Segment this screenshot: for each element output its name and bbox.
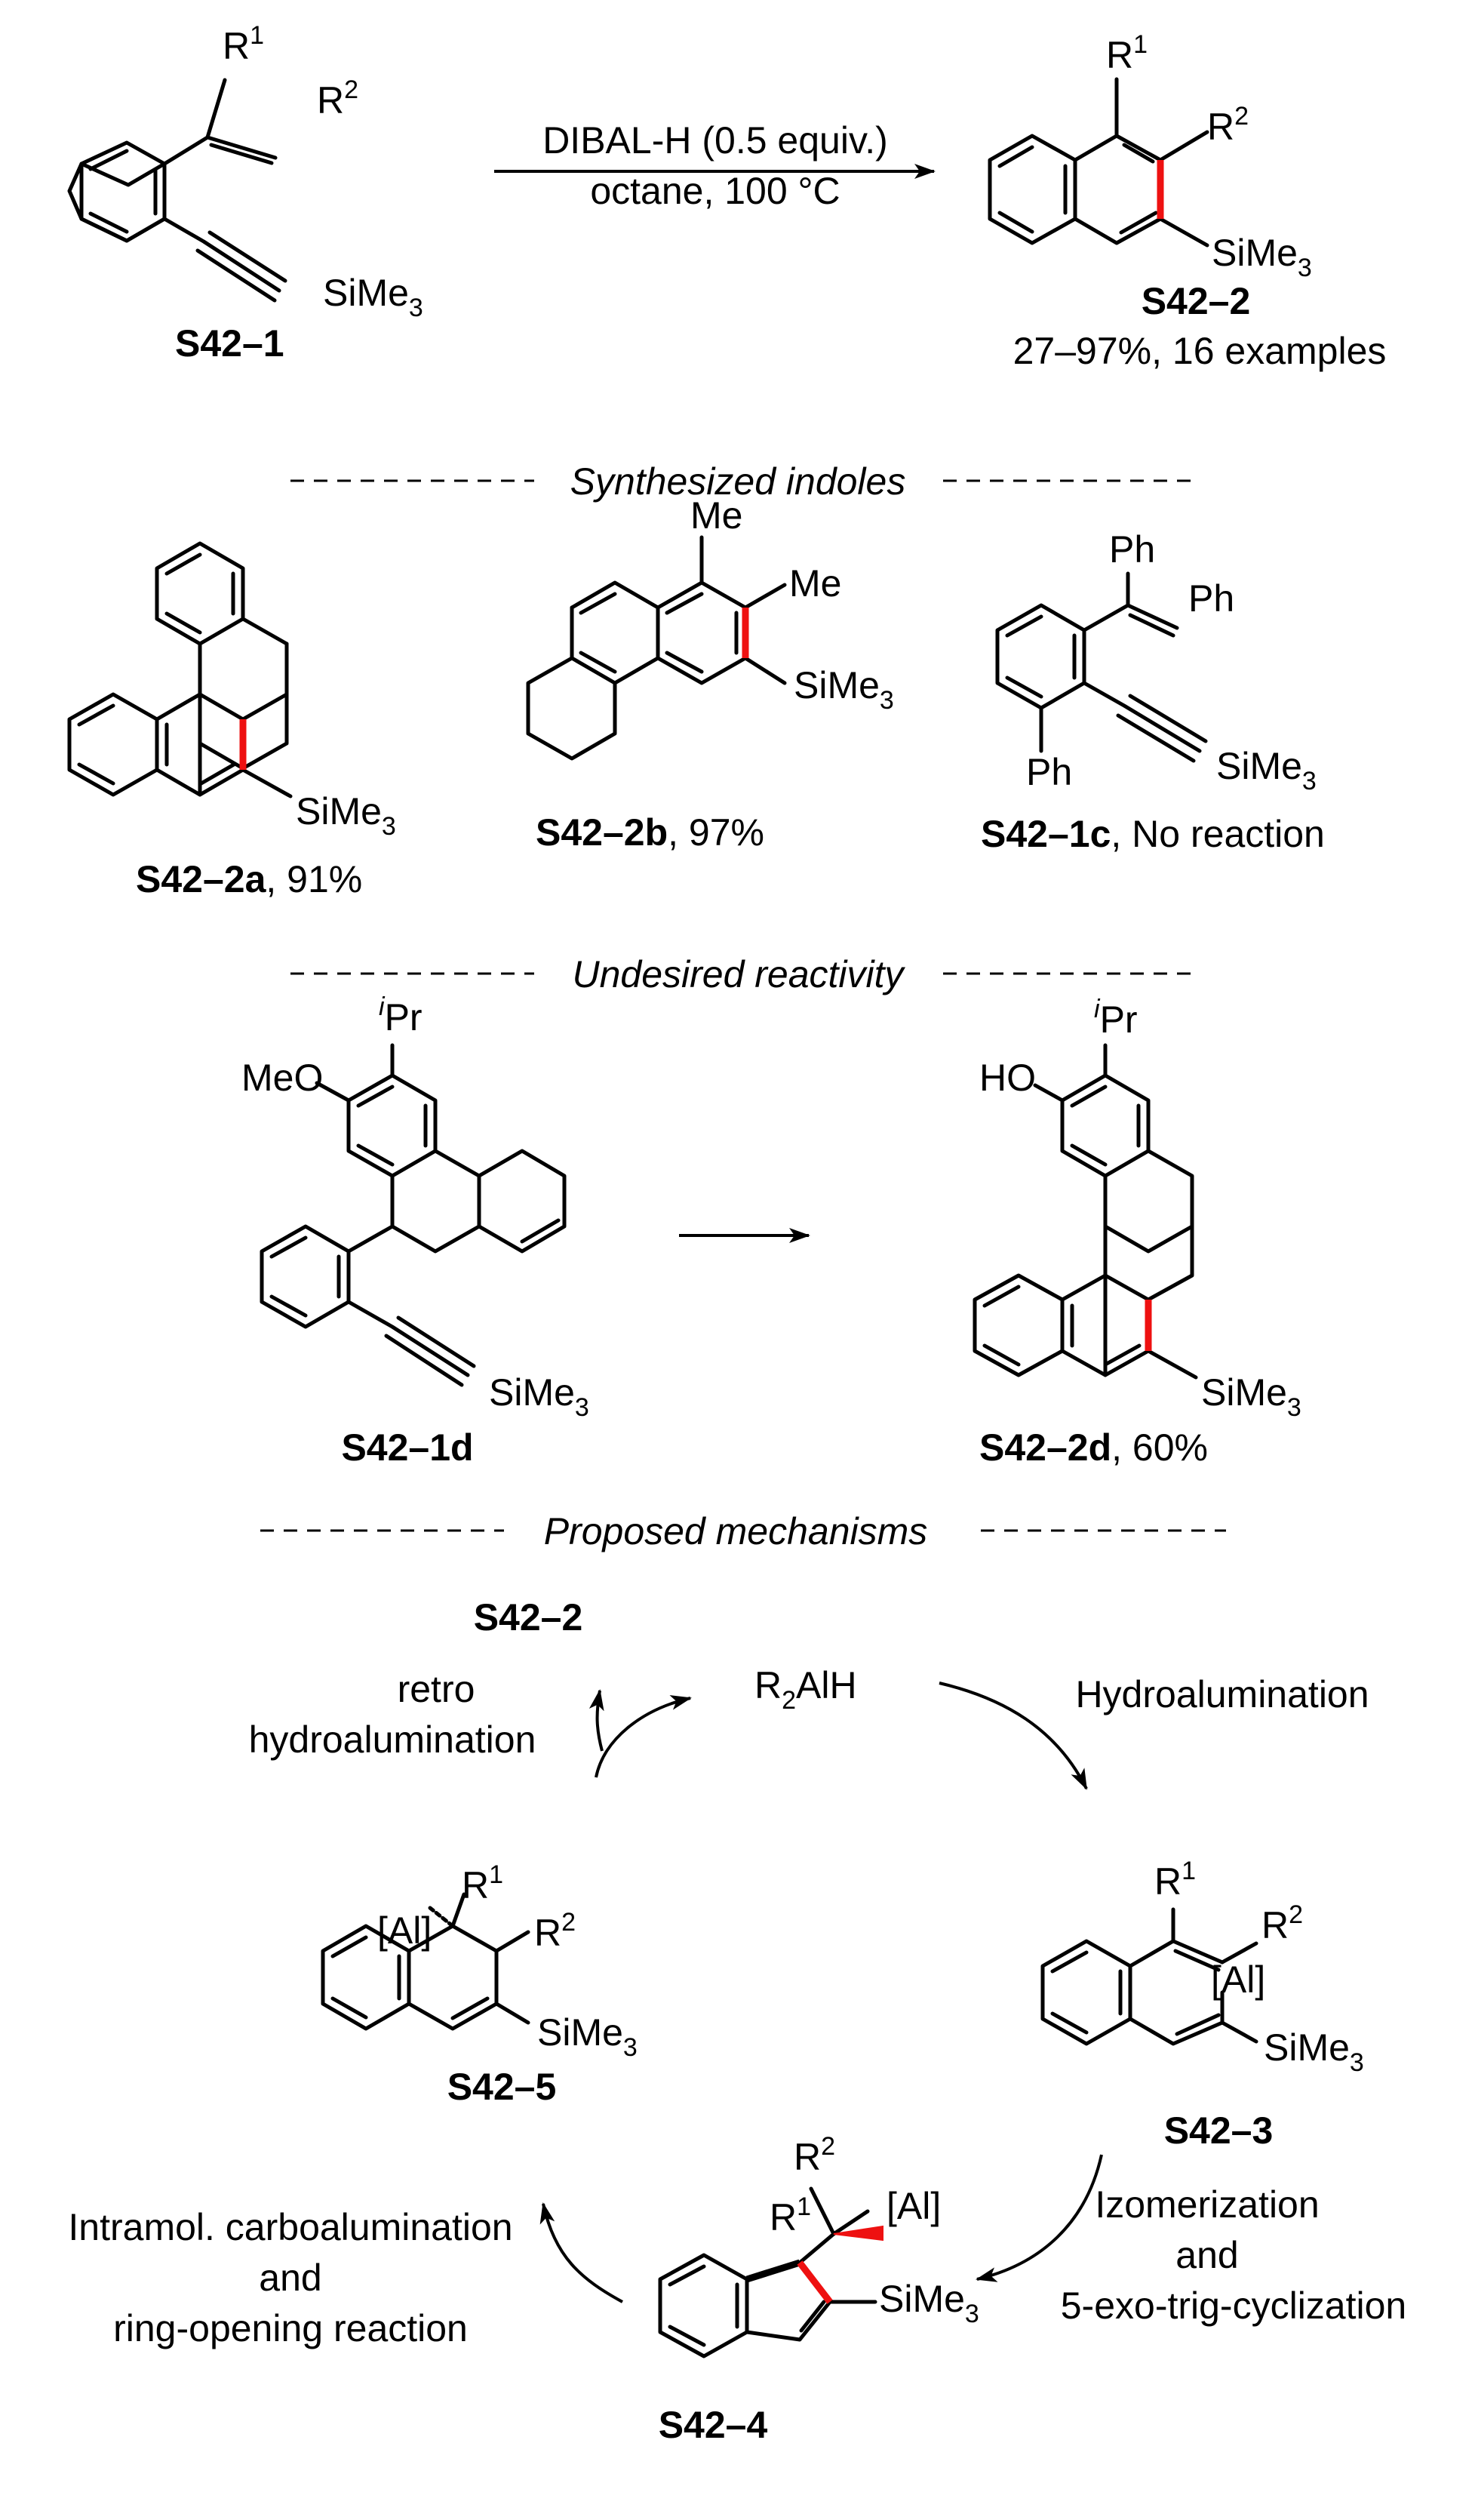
int3-tms: SiMe3 (1264, 2026, 1364, 2077)
section-title-undesired: Undesired reactivity (572, 953, 905, 995)
izo-text-2: and (1175, 2234, 1238, 2276)
int3-label: S42–3 (1164, 2109, 1274, 2152)
substrate-d-meo: MeO (241, 1057, 323, 1099)
example-a-caption: S42–2a, 91% (136, 858, 362, 900)
example-c-caption: S42–1c, No reaction (981, 813, 1325, 855)
product-S42-2d (973, 1043, 1198, 1380)
product-d-caption: S42–2d, 60% (979, 1426, 1208, 1469)
substrate-d-label: S42–1d (341, 1426, 473, 1469)
product-d-ipr: iPr (1094, 995, 1138, 1041)
int5-r1: R1 (462, 1860, 503, 1906)
example-c-tms: SiMe3 (1216, 745, 1317, 795)
section-title-indoles: Synthesized indoles (570, 460, 906, 503)
intermediate-S42-3 (1040, 1907, 1258, 2046)
substrate-r1: R1 (223, 21, 264, 67)
mech-r2alh: R2AlH (754, 1664, 857, 1715)
int5-al: [Al] (377, 1909, 432, 1952)
int5-tms: SiMe3 (537, 2011, 638, 2062)
cycle-arrow-to-int4 (976, 2154, 1103, 2282)
product-r2: R2 (1207, 102, 1249, 148)
int5-label: S42–5 (447, 2066, 557, 2108)
cycle-arrow-to-int3 (939, 1682, 1088, 1790)
izo-text-3: 5-exo-trig-cyclization (1061, 2285, 1406, 2327)
retro-arrow (588, 1689, 604, 1752)
product-d-tms: SiMe3 (1201, 1371, 1301, 1422)
substrate-S42-1 (67, 78, 287, 303)
product-r1: R1 (1106, 30, 1148, 76)
int4-label: S42–4 (659, 2404, 768, 2446)
example-S42-2b (526, 535, 787, 761)
retro-text-2: hydroalumination (249, 1718, 536, 1761)
conditions-text: octane, 100 °C (590, 170, 840, 212)
int3-r2: R2 (1261, 1900, 1303, 1946)
int3-r1: R1 (1154, 1857, 1196, 1903)
cycle-arrow-to-r2alh (595, 1695, 692, 1778)
carbo-text-1: Intramol. carboalumination (68, 2206, 512, 2248)
hydroalumination-text: Hydroalumination (1075, 1673, 1369, 1715)
intermediate-S42-4 (658, 2186, 883, 2358)
product-S42-2 (988, 77, 1209, 248)
substrate-d-ipr: iPr (379, 992, 423, 1038)
substrate-S42-1d (260, 1043, 567, 1387)
substrate-r2: R2 (317, 75, 358, 122)
example-S42-1c (995, 571, 1208, 763)
int3-al: [Al] (1211, 1958, 1265, 2001)
example-b-me1: Me (690, 494, 742, 537)
izo-text-1: Izomerization (1095, 2183, 1319, 2226)
int5-r2: R2 (534, 1908, 576, 1954)
example-c-ph1: Ph (1109, 528, 1155, 571)
int4-al: [Al] (887, 2185, 941, 2227)
example-c-ph3: Ph (1026, 751, 1072, 793)
example-b-me2: Me (789, 562, 841, 605)
reagent-text: DIBAL-H (0.5 equiv.) (542, 119, 888, 162)
scope-text: 27–97%, 16 examples (1013, 330, 1387, 372)
example-S42-2a (67, 541, 293, 798)
section-title-mechanisms: Proposed mechanisms (544, 1510, 928, 1552)
example-b-caption: S42–2b, 97% (536, 811, 764, 854)
example-b-tms: SiMe3 (794, 664, 894, 715)
product-d-ho: HO (979, 1057, 1036, 1099)
product-tms: SiMe3 (1212, 232, 1312, 282)
example-c-ph2: Ph (1188, 577, 1234, 620)
carbo-text-2: and (259, 2257, 321, 2299)
cycle-arrow-to-int5 (539, 2202, 623, 2303)
intermediate-S42-5 (321, 1892, 530, 2031)
substrate-tms: SiMe3 (323, 272, 423, 322)
int4-r2: R2 (794, 2132, 835, 2178)
retro-text-1: retro (398, 1668, 475, 1710)
substrate-label: S42–1 (175, 322, 284, 365)
mech-top-product: S42–2 (474, 1596, 583, 1638)
substrate-d-tms: SiMe3 (489, 1371, 589, 1422)
product-label: S42–2 (1142, 280, 1251, 322)
int4-tms: SiMe3 (879, 2278, 979, 2328)
example-a-tms: SiMe3 (296, 790, 396, 841)
carbo-text-3: ring-opening reaction (113, 2307, 468, 2349)
int4-r1: R1 (770, 2192, 811, 2238)
